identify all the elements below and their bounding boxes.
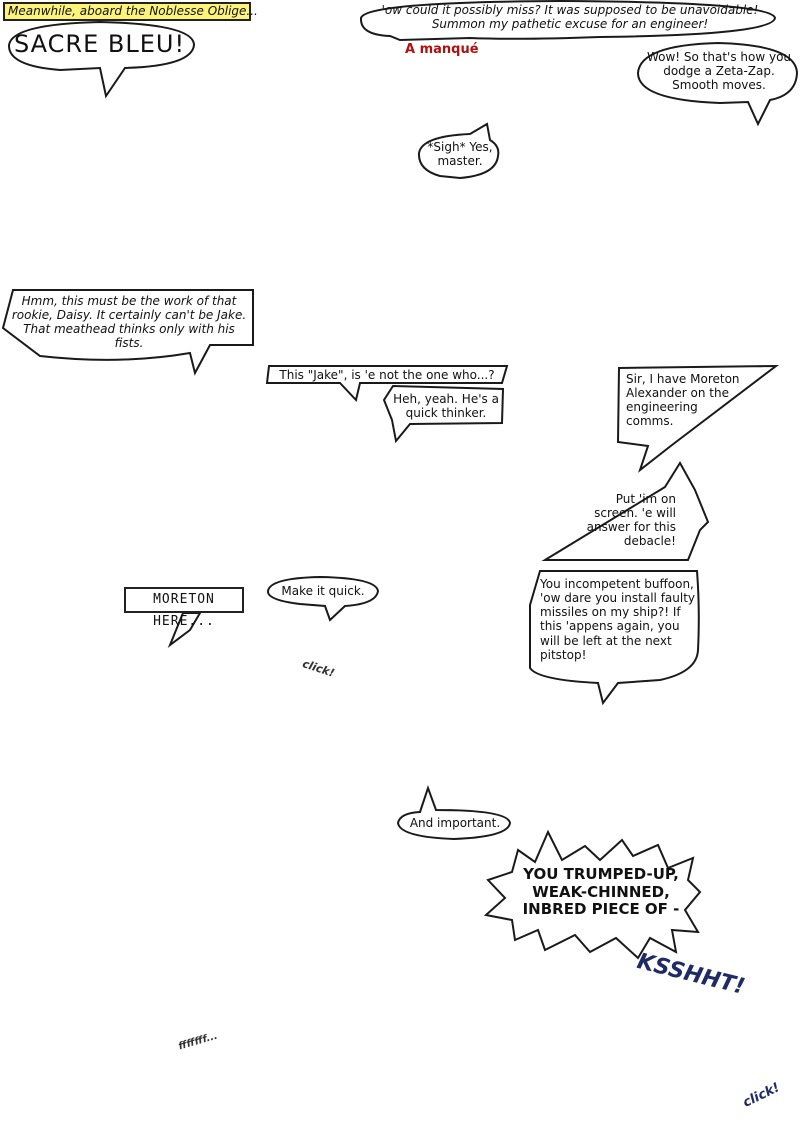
put-text: Put 'im on screen. 'e will answer for th…	[586, 492, 676, 549]
bubble-incompetent	[529, 570, 700, 706]
and-important-text: And important.	[409, 816, 501, 830]
moreton-screen-text: MORETON HERE...	[124, 587, 244, 629]
bubble-sigh	[417, 122, 500, 180]
bubble-wow	[636, 41, 799, 127]
bubble-sir	[616, 364, 780, 473]
bubble-heh	[382, 384, 505, 444]
bubble-important	[396, 784, 512, 841]
bubble-starburst	[483, 829, 702, 960]
bubble-jake	[265, 365, 509, 403]
incompetent-text: You incompetent buffoon, 'ow dare you in…	[540, 577, 696, 662]
wow-text: Wow! So that's how you dodge a Zeta-Zap.…	[646, 50, 792, 93]
bubble-moreton-tail	[167, 612, 202, 648]
trumped-up-text: YOU TRUMPED-UP, WEAK-CHINNED, INBRED PIE…	[522, 865, 680, 919]
heh-text: Heh, yeah. He's a quick thinker.	[393, 392, 499, 421]
sacre-bleu-text: SACRE BLEU!	[14, 30, 186, 58]
bubble-sacre-bleu	[7, 20, 196, 99]
narration-caption: Meanwhile, aboard the Noblesse Oblige...	[3, 2, 258, 21]
hmm-text: Hmm, this must be the work of that rooki…	[11, 294, 247, 351]
manque-sfx: A manqué	[405, 42, 479, 57]
bubble-hmm	[1, 289, 254, 376]
make-it-quick-text: Make it quick.	[281, 584, 365, 598]
sigh-text: *Sigh* Yes, master.	[427, 140, 493, 169]
jake-text: This "Jake", is 'e not the one who...?	[279, 368, 495, 382]
bubble-put	[541, 461, 710, 561]
bubble-quick	[267, 575, 380, 622]
bubble-ow-could	[359, 0, 777, 42]
sir-text: Sir, I have Moreton Alexander on the eng…	[626, 372, 740, 429]
ow-could-text: 'ow could it possibly miss? It was suppo…	[381, 3, 759, 32]
